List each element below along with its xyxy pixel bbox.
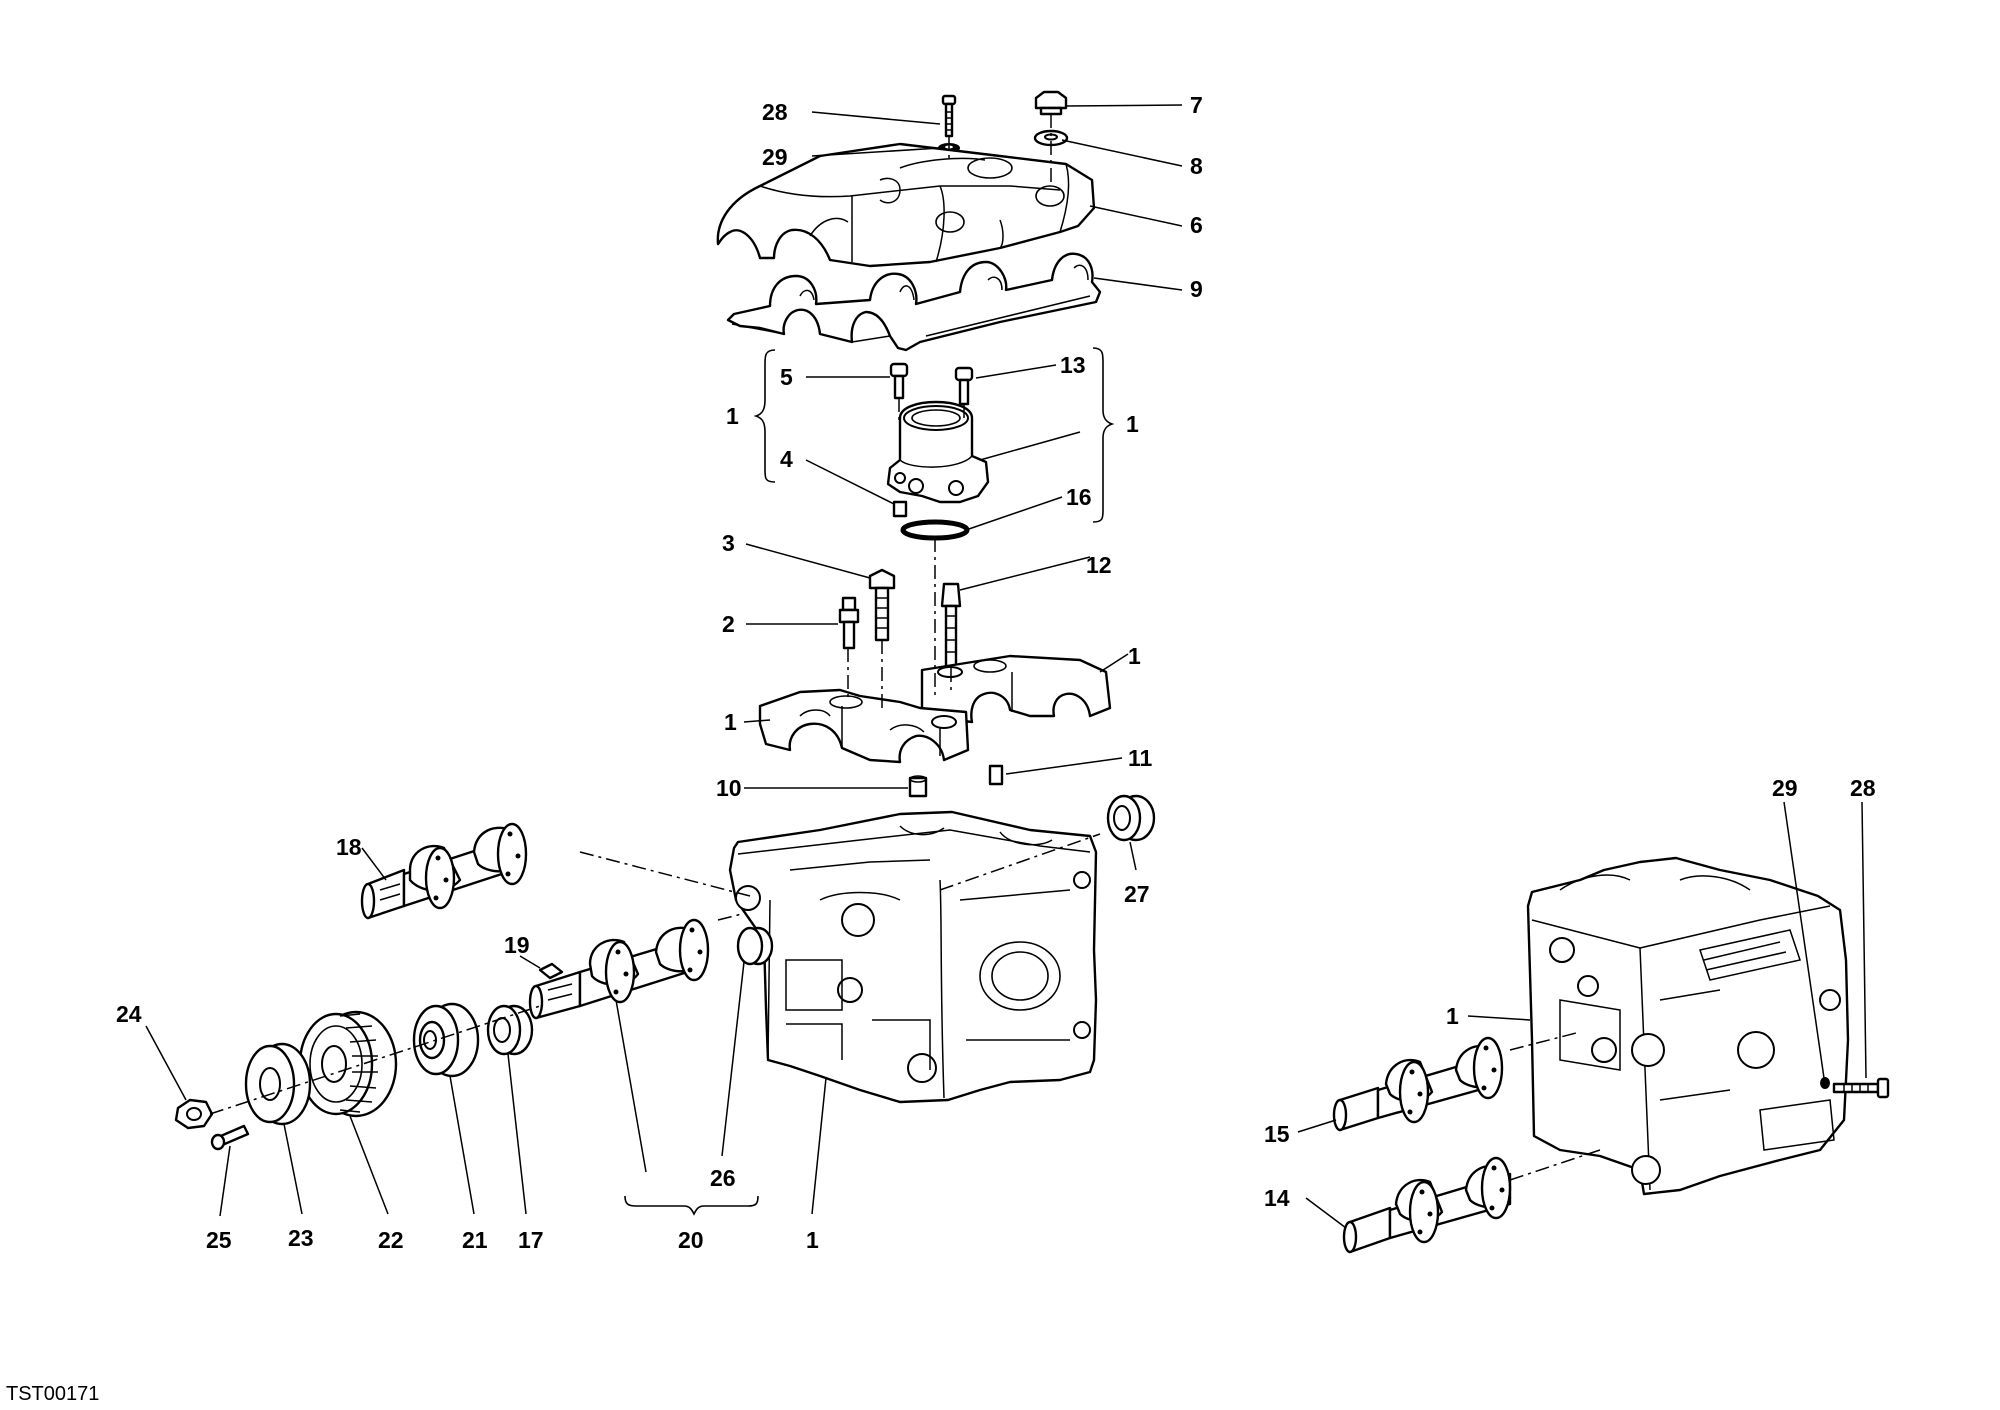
cam-cap-left-part <box>758 688 970 764</box>
callout-18: 18 <box>336 834 362 860</box>
camshaft-14-part <box>1342 1156 1512 1254</box>
o-ring-16-part <box>900 519 970 541</box>
housing-part <box>886 400 990 504</box>
cylinder-head-side-view-part <box>1526 856 1850 1196</box>
bearing-26-part <box>736 926 774 966</box>
cam-cap-right-part <box>920 654 1112 724</box>
callout-10: 10 <box>716 775 742 801</box>
callout-1-head: 1 <box>806 1227 819 1253</box>
callout-5: 5 <box>780 364 793 390</box>
callout-22: 22 <box>378 1227 404 1253</box>
callout-17: 17 <box>518 1227 544 1253</box>
stud-12-part <box>940 582 962 670</box>
callout-1-cap-right: 1 <box>1128 643 1141 669</box>
callout-24: 24 <box>116 1001 142 1027</box>
callout-16: 16 <box>1066 484 1092 510</box>
callout-12: 12 <box>1086 552 1112 578</box>
hub-21-part <box>412 1002 480 1078</box>
callout-27: 27 <box>1124 881 1150 907</box>
gasket-9-part <box>726 252 1102 352</box>
callout-28-top: 28 <box>762 99 788 125</box>
callout-20: 20 <box>678 1227 704 1253</box>
callout-1-brace-right: 1 <box>1126 411 1139 437</box>
callout-9: 9 <box>1190 276 1203 302</box>
callout-13: 13 <box>1060 352 1086 378</box>
bolt-5-part <box>889 362 909 400</box>
assembly-centerlines <box>209 114 1601 1181</box>
callout-21: 21 <box>462 1227 488 1253</box>
cap-screw-7-part <box>1034 90 1068 116</box>
callout-29-top: 29 <box>762 144 788 170</box>
bracket-right <box>1092 347 1115 523</box>
key-19-part <box>538 962 564 980</box>
callout-3: 3 <box>722 530 735 556</box>
callout-7: 7 <box>1190 92 1203 118</box>
callout-1-brace-left: 1 <box>726 403 739 429</box>
seal-17-part <box>486 1004 534 1056</box>
bracket-bottom-20 <box>624 1195 759 1216</box>
washer-29-side-part <box>1820 1077 1830 1089</box>
callout-26: 26 <box>710 1165 736 1191</box>
cylinder-head-1-part <box>728 810 1098 1104</box>
nut-24-part <box>174 1098 214 1130</box>
callout-15: 15 <box>1264 1121 1290 1147</box>
callout-14: 14 <box>1264 1185 1290 1211</box>
bolt-3-part <box>868 568 896 642</box>
callout-29-side: 29 <box>1772 775 1798 801</box>
washer-8-part <box>1033 129 1069 147</box>
dowel-10-part <box>908 775 928 798</box>
callout-labels: 28 29 7 8 6 9 5 13 1 1 4 16 3 12 2 1 1 1… <box>116 92 1876 1253</box>
callout-25: 25 <box>206 1227 232 1253</box>
pulley-22-part <box>298 1010 398 1118</box>
callout-11: 11 <box>1128 745 1153 771</box>
leader-lines <box>145 104 1867 1229</box>
callout-2: 2 <box>722 611 735 637</box>
callout-6: 6 <box>1190 212 1203 238</box>
bolt-13-part <box>954 366 974 406</box>
dowel-4-part <box>892 500 908 518</box>
bearing-27-part <box>1106 794 1156 842</box>
callout-19: 19 <box>504 932 530 958</box>
washer-23-part <box>244 1042 312 1126</box>
drawing-code: TST00171 <box>6 1383 99 1405</box>
dowel-11-part <box>988 764 1004 786</box>
callout-1-cap-left: 1 <box>724 709 737 735</box>
valve-cover-6-part <box>716 142 1096 268</box>
bolt-28-side-part <box>1832 1077 1890 1099</box>
bolt-28-part <box>941 94 957 138</box>
callout-1-side: 1 <box>1446 1003 1459 1029</box>
callout-23: 23 <box>288 1225 314 1251</box>
callout-8: 8 <box>1190 153 1203 179</box>
callout-28-side: 28 <box>1850 775 1876 801</box>
camshaft-18-part <box>360 822 528 920</box>
callout-4: 4 <box>780 446 793 472</box>
camshaft-20-part <box>528 918 710 1020</box>
stud-2-part <box>838 596 860 650</box>
screw-25-part <box>210 1124 250 1151</box>
camshaft-15-part <box>1332 1036 1504 1132</box>
bracket-left <box>753 349 776 483</box>
